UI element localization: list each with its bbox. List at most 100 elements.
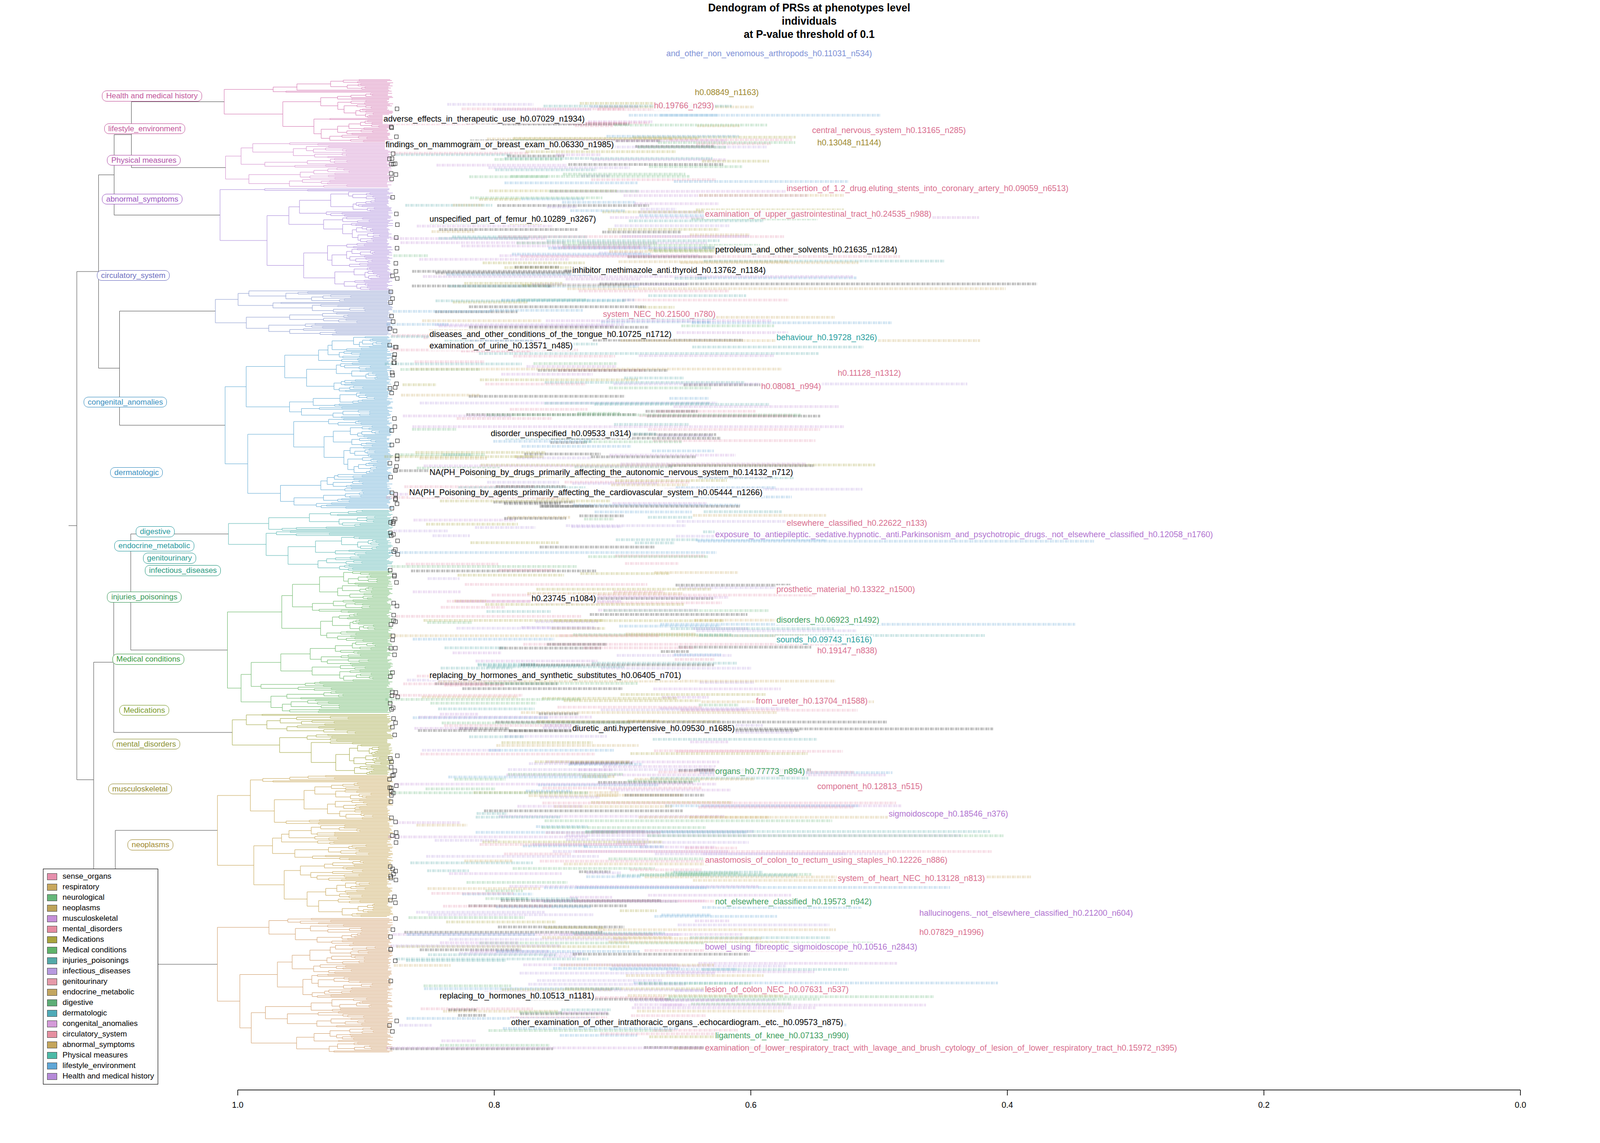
leaf-marker xyxy=(390,296,395,301)
leaf-marker xyxy=(388,461,392,465)
label-clutter xyxy=(560,933,680,936)
chart-title: Dendogram of PRSs at phenotypes level xyxy=(708,2,911,14)
cluster-label-box: Medical conditions xyxy=(112,653,185,665)
label-clutter xyxy=(414,360,485,363)
legend-text: respiratory xyxy=(62,882,100,892)
label-clutter xyxy=(660,113,881,117)
label-clutter xyxy=(603,609,769,613)
label-clutter xyxy=(448,872,562,875)
label-clutter xyxy=(597,608,699,612)
label-clutter xyxy=(539,505,740,508)
leaf-marker xyxy=(394,269,398,273)
leaf-label: examination_of_urine_h0.13571_n485) xyxy=(428,341,574,351)
label-clutter xyxy=(469,735,524,739)
leaf-label: system_NEC_h0.21500_n780) xyxy=(602,309,717,320)
label-clutter xyxy=(698,961,898,965)
leaf-label: sounds_h0.09743_n1616) xyxy=(775,635,873,645)
label-clutter xyxy=(475,659,598,663)
legend-text: sense_organs xyxy=(62,871,112,881)
leaf-label: unspecified_part_of_femur_h0.10289_n3267… xyxy=(428,214,598,224)
label-clutter xyxy=(436,163,567,167)
leaf-marker xyxy=(393,619,398,624)
legend-swatch xyxy=(47,1062,58,1070)
label-clutter xyxy=(457,573,565,577)
label-clutter xyxy=(423,464,672,468)
leaf-marker xyxy=(389,428,394,433)
leaf-label: elsewhere_classified_h0.22622_n133) xyxy=(785,518,928,528)
label-clutter xyxy=(636,1009,784,1013)
label-clutter xyxy=(674,653,722,656)
label-clutter xyxy=(666,997,820,1001)
dendrogram-branches xyxy=(224,336,394,509)
cluster-label: lifestyle_environment xyxy=(108,124,182,134)
label-clutter xyxy=(583,440,683,443)
label-clutter xyxy=(452,651,502,655)
dendrogram-branches xyxy=(217,775,394,917)
label-clutter xyxy=(482,840,662,844)
label-clutter xyxy=(484,809,683,813)
label-clutter xyxy=(493,439,592,443)
label-clutter xyxy=(536,587,711,591)
leaf-marker xyxy=(393,329,397,333)
dendrogram-branches xyxy=(68,101,233,965)
leaf-marker xyxy=(388,568,393,572)
label-clutter xyxy=(651,449,715,453)
leaf-marker xyxy=(394,134,399,139)
label-clutter xyxy=(674,277,707,280)
label-clutter xyxy=(655,998,736,1002)
cluster-label: Health and medical history xyxy=(106,91,198,101)
label-clutter xyxy=(479,352,819,355)
legend-text: Medications xyxy=(62,934,105,944)
cluster-label-box: genitourinary xyxy=(143,552,197,564)
legend-row: endocrine_metabolic xyxy=(47,986,155,998)
label-clutter xyxy=(422,275,854,278)
leaf-label: h0.19766_n293) xyxy=(653,101,715,111)
cluster-label-box: Health and medical history xyxy=(101,90,202,102)
dendrogram-branches xyxy=(225,143,393,188)
leaf-marker xyxy=(392,416,397,421)
label-clutter xyxy=(525,150,676,154)
cluster-label-box: infectious_diseases xyxy=(144,565,221,576)
leaf-marker xyxy=(395,538,400,543)
leaf-marker xyxy=(390,638,395,642)
leaf-label: NA(PH_Poisoning_by_agents_primarily_affe… xyxy=(408,488,764,498)
leaf-marker xyxy=(388,386,392,391)
leaf-label: disorders_h0.06923_n1492) xyxy=(775,615,880,625)
legend-row: circulatory_system xyxy=(47,1029,155,1040)
label-clutter xyxy=(428,913,594,917)
leaf-marker xyxy=(393,720,398,725)
label-clutter xyxy=(439,712,479,716)
leaf-marker xyxy=(393,768,397,773)
label-clutter xyxy=(488,166,630,170)
leaf-marker xyxy=(393,385,397,390)
label-clutter xyxy=(495,720,887,724)
cluster-label: Medications xyxy=(123,705,166,715)
legend-row: infectious_diseases xyxy=(47,965,155,977)
label-clutter xyxy=(649,165,743,168)
axis-tick xyxy=(750,1089,752,1096)
label-clutter xyxy=(665,804,859,808)
leaf-marker xyxy=(388,674,393,678)
label-clutter xyxy=(393,964,451,967)
label-clutter xyxy=(584,517,614,521)
label-clutter xyxy=(565,524,686,528)
leaf-marker xyxy=(395,501,400,506)
leaf-label: replacing_by_hormones_and_synthetic_subs… xyxy=(428,671,683,681)
label-clutter xyxy=(469,305,646,309)
label-clutter xyxy=(399,1023,432,1027)
leaf-marker xyxy=(390,833,395,838)
leaf-marker xyxy=(395,106,400,111)
label-clutter xyxy=(614,123,768,127)
axis-tick xyxy=(237,1089,239,1096)
leaf-marker xyxy=(394,784,399,788)
axis-tick-label: 0.4 xyxy=(1001,1100,1014,1110)
label-clutter xyxy=(624,561,679,565)
leaf-label: petroleum_and_other_solvents_h0.21635_n1… xyxy=(714,245,899,255)
label-clutter xyxy=(494,158,563,161)
label-clutter xyxy=(631,1006,816,1009)
label-clutter xyxy=(639,354,775,358)
label-clutter xyxy=(676,331,789,335)
leaf-marker xyxy=(391,705,395,710)
leaf-label: organs_h0.77773_n894) xyxy=(714,767,806,777)
label-clutter xyxy=(482,261,585,265)
